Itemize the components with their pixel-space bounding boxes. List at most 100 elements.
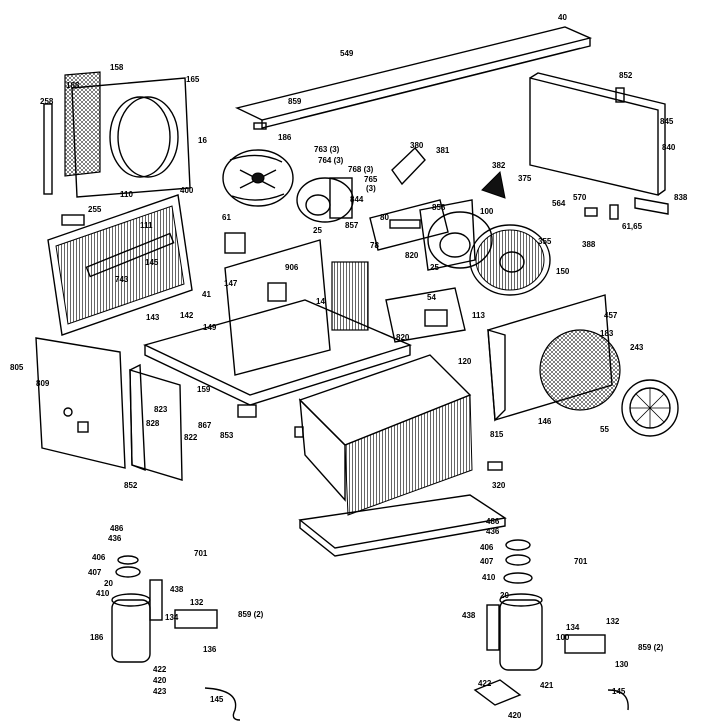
callout-61: 61 xyxy=(222,213,231,222)
callout-145c: 145 xyxy=(612,687,626,696)
callout-41: 41 xyxy=(202,290,211,299)
callout-150: 150 xyxy=(556,267,570,276)
callout-867: 867 xyxy=(198,421,212,430)
callout-486b: 486 xyxy=(486,517,500,526)
callout-570: 570 xyxy=(573,193,587,202)
bulkhead-partition xyxy=(224,239,331,376)
callout-859: 859 xyxy=(288,97,302,106)
scroll-housing xyxy=(419,199,493,271)
callout-55: 55 xyxy=(600,425,609,434)
side-strip-panel xyxy=(129,363,183,481)
callout-486a: 486 xyxy=(110,524,124,533)
callout-355: 355 xyxy=(538,237,552,246)
callout-130: 130 xyxy=(615,660,629,669)
motor-bracket xyxy=(391,146,506,199)
front-left-panel xyxy=(35,337,126,469)
callout-858: 858 xyxy=(432,203,446,212)
callout-100b: 100 xyxy=(556,633,570,642)
callout-857: 857 xyxy=(345,221,359,230)
callout-labels: 40 549 859 852 845 840 838 158 188 165 2… xyxy=(10,13,688,720)
callout-420a: 420 xyxy=(153,676,167,685)
callout-410b: 410 xyxy=(482,573,496,582)
callout-380: 380 xyxy=(410,141,424,150)
callout-400: 400 xyxy=(180,186,194,195)
callout-25a: 25 xyxy=(313,226,322,235)
callout-382: 382 xyxy=(492,161,506,170)
callout-149: 149 xyxy=(203,323,217,332)
control-panel xyxy=(369,199,449,251)
callout-406b: 406 xyxy=(480,543,494,552)
callout-820a: 820 xyxy=(405,251,419,260)
callout-765: 765 xyxy=(364,175,378,184)
callout-25b: 25 xyxy=(430,263,439,272)
callout-764: 764 (3) xyxy=(318,156,344,165)
callout-743: 743 xyxy=(115,275,129,284)
callout-815: 815 xyxy=(490,430,504,439)
callout-61-65: 61,65 xyxy=(622,222,643,231)
callout-243: 243 xyxy=(630,343,644,352)
callout-438b: 438 xyxy=(462,611,476,620)
callout-422b: 422 xyxy=(478,679,492,688)
callout-852: 852 xyxy=(619,71,633,80)
callout-840: 840 xyxy=(662,143,676,152)
condenser-fan-blade xyxy=(222,149,294,207)
callout-186: 186 xyxy=(278,133,292,142)
callout-406a: 406 xyxy=(92,553,106,562)
fan-motor xyxy=(296,177,354,223)
callout-147: 147 xyxy=(224,279,238,288)
callout-844: 844 xyxy=(350,195,364,204)
callout-3: (3) xyxy=(366,184,376,193)
callout-132a: 132 xyxy=(190,598,204,607)
callout-838: 838 xyxy=(674,193,688,202)
callout-436a: 436 xyxy=(108,534,122,543)
callout-853: 853 xyxy=(220,431,234,440)
callout-375: 375 xyxy=(518,174,532,183)
callout-320: 320 xyxy=(492,481,506,490)
callout-763: 763 (3) xyxy=(314,145,340,154)
callout-809: 809 xyxy=(36,379,50,388)
callout-423: 423 xyxy=(153,687,167,696)
callout-845: 845 xyxy=(660,117,674,126)
compressor-right xyxy=(473,539,629,711)
small-parts xyxy=(224,204,619,471)
callout-852b: 852 xyxy=(124,481,138,490)
evaporator-coil xyxy=(47,194,193,336)
callout-420b: 420 xyxy=(508,711,522,720)
condenser-shroud xyxy=(487,294,621,422)
callout-158: 158 xyxy=(110,63,124,72)
callout-100: 100 xyxy=(480,207,494,216)
callout-188: 188 xyxy=(66,81,80,90)
callout-143: 143 xyxy=(146,313,160,322)
callout-820b: 820 xyxy=(396,333,410,342)
callout-20a: 20 xyxy=(104,579,113,588)
condenser-fan xyxy=(621,379,679,437)
callout-20b: 20 xyxy=(500,591,509,600)
drain-tray xyxy=(298,494,507,557)
callout-438: 438 xyxy=(170,585,184,594)
callout-407a: 407 xyxy=(88,568,102,577)
callout-701b: 701 xyxy=(574,557,588,566)
callout-564: 564 xyxy=(552,199,566,208)
callout-457: 457 xyxy=(604,311,618,320)
left-grille-frame xyxy=(43,71,191,198)
callout-701a: 701 xyxy=(194,549,208,558)
condenser-coil xyxy=(331,261,369,331)
callout-859-2b: 859 (2) xyxy=(638,643,664,652)
callout-111: 111 xyxy=(140,221,153,230)
callout-159: 159 xyxy=(197,385,211,394)
callout-14: 14 xyxy=(316,297,325,306)
callout-436b: 436 xyxy=(486,527,500,536)
callout-142: 142 xyxy=(180,311,194,320)
callout-146: 146 xyxy=(538,417,552,426)
callout-549: 549 xyxy=(340,49,354,58)
callout-40: 40 xyxy=(558,13,567,22)
callout-906: 906 xyxy=(285,263,299,272)
callout-136: 136 xyxy=(203,645,217,654)
compressor-left xyxy=(111,555,241,721)
callout-186b: 186 xyxy=(90,633,104,642)
top-cover-panel xyxy=(234,26,593,130)
electrical-box xyxy=(385,287,466,343)
callout-768: 768 (3) xyxy=(348,165,374,174)
